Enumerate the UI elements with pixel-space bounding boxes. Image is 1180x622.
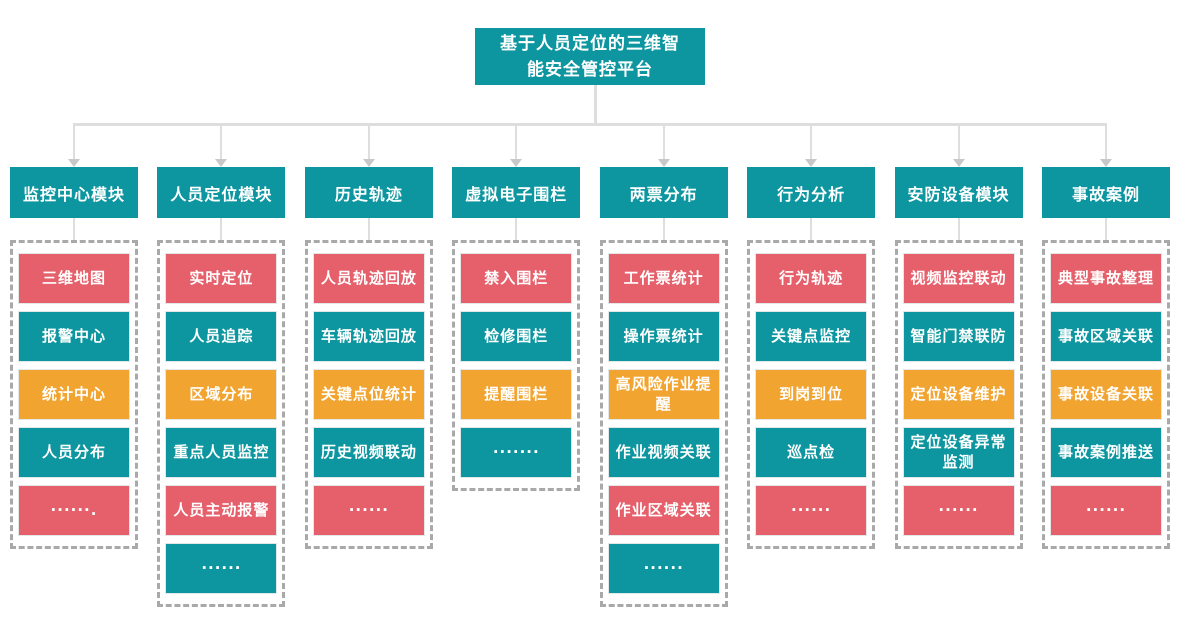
feature-item: 人员主动报警 [165,485,278,536]
feature-item: 历史视频联动 [312,427,425,478]
feature-item: 关键点位统计 [312,369,425,420]
feature-item: ······ [755,485,868,536]
module-column-security-equipment: 安防设备模块 视频监控联动 智能门禁联防 定位设备维护 定位设备异常 监测 ··… [894,126,1023,607]
feature-item: 定位设备维护 [902,369,1015,420]
feature-item: 人员分布 [18,427,130,478]
feature-item: 视频监控联动 [902,253,1015,304]
feature-item: ······ [165,543,278,594]
arrow-down-icon [657,159,670,167]
feature-item: 高风险作业提 醒 [607,369,720,420]
module-column-two-tickets: 两票分布 工作票统计 操作票统计 高风险作业提 醒 作业视频关联 作业区域关联 … [599,126,728,607]
arrow-down-icon [215,159,228,167]
connector-link [600,218,728,240]
connector-drop [10,126,138,167]
module-group: 禁入围栏 检修围栏 提醒围栏 ······· [452,240,581,491]
feature-item: 检修围栏 [460,311,573,362]
connector-drop [1042,126,1170,167]
feature-item: 工作票统计 [607,253,720,304]
connector-stem [594,85,597,125]
feature-item: ······· [460,427,573,478]
feature-item: 提醒围栏 [460,369,573,420]
connector-link [747,218,875,240]
connector-link [157,218,285,240]
feature-item: 车辆轨迹回放 [312,311,425,362]
feature-item: 定位设备异常 监测 [902,427,1015,478]
root-node-title: 基于人员定位的三维智 能安全管控平台 [500,33,680,80]
module-column-monitoring-center: 监控中心模块 三维地图 报警中心 统计中心 人员分布 ······. [10,126,138,607]
feature-item: 人员追踪 [165,311,278,362]
connector-horizontal [73,123,1107,126]
feature-item: ······ [312,485,425,536]
connector-link [452,218,580,240]
module-column-personnel-positioning: 人员定位模块 实时定位 人员追踪 区域分布 重点人员监控 人员主动报警 ····… [157,126,286,607]
feature-item: 巡点检 [755,427,868,478]
feature-item: 禁入围栏 [460,253,573,304]
connector-drop [600,126,728,167]
module-columns: 监控中心模块 三维地图 报警中心 统计中心 人员分布 ······. 人员定位模… [10,126,1170,607]
module-header: 人员定位模块 [157,167,286,218]
module-column-history-track: 历史轨迹 人员轨迹回放 车辆轨迹回放 关键点位统计 历史视频联动 ······ [304,126,433,607]
module-header: 事故案例 [1041,167,1170,218]
feature-item: 作业视频关联 [607,427,720,478]
feature-item: 重点人员监控 [165,427,278,478]
module-group: 人员轨迹回放 车辆轨迹回放 关键点位统计 历史视频联动 ······ [304,240,433,549]
connector-link [305,218,433,240]
feature-item: 作业区域关联 [607,485,720,536]
module-group: 三维地图 报警中心 统计中心 人员分布 ······. [10,240,138,549]
module-header: 行为分析 [747,167,876,218]
connector-drop [157,126,285,167]
arrow-down-icon [952,159,965,167]
feature-item: 典型事故整理 [1049,253,1162,304]
feature-item: 操作票统计 [607,311,720,362]
feature-item: 事故案例推送 [1049,427,1162,478]
module-header: 虚拟电子围栏 [452,167,581,218]
module-header: 监控中心模块 [10,167,138,218]
connector-link [10,218,138,240]
feature-item: 到岗到位 [755,369,868,420]
feature-item: 统计中心 [18,369,130,420]
feature-item: 事故设备关联 [1049,369,1162,420]
arrow-down-icon [68,159,80,167]
module-column-accident-cases: 事故案例 典型事故整理 事故区域关联 事故设备关联 事故案例推送 ······ [1041,126,1170,607]
arrow-down-icon [362,159,375,167]
feature-item: 三维地图 [18,253,130,304]
feature-item: 报警中心 [18,311,130,362]
arrow-down-icon [510,159,523,167]
module-group: 行为轨迹 关键点监控 到岗到位 巡点检 ······ [747,240,876,549]
feature-item: 事故区域关联 [1049,311,1162,362]
feature-item: 智能门禁联防 [902,311,1015,362]
arrow-down-icon [805,159,818,167]
feature-item: ······ [1049,485,1162,536]
feature-item: ······ [902,485,1015,536]
connector-drop [747,126,875,167]
module-column-virtual-fence: 虚拟电子围栏 禁入围栏 检修围栏 提醒围栏 ······· [452,126,581,607]
feature-item: 人员轨迹回放 [312,253,425,304]
root-node: 基于人员定位的三维智 能安全管控平台 [475,28,705,85]
feature-item: 关键点监控 [755,311,868,362]
module-header: 历史轨迹 [304,167,433,218]
arrow-down-icon [1099,159,1112,167]
feature-item: 实时定位 [165,253,278,304]
connector-link [895,218,1023,240]
feature-item: ······. [18,485,130,536]
feature-item: 行为轨迹 [755,253,868,304]
module-header: 安防设备模块 [894,167,1023,218]
connector-drop [895,126,1023,167]
module-group: 工作票统计 操作票统计 高风险作业提 醒 作业视频关联 作业区域关联 ·····… [599,240,728,607]
module-group: 实时定位 人员追踪 区域分布 重点人员监控 人员主动报警 ······ [157,240,286,607]
connector-link [1042,218,1170,240]
connector-drop [452,126,580,167]
feature-item: 区域分布 [165,369,278,420]
connector-drop [305,126,433,167]
module-header: 两票分布 [599,167,728,218]
module-group: 典型事故整理 事故区域关联 事故设备关联 事故案例推送 ······ [1041,240,1170,549]
feature-item: ······ [607,543,720,594]
module-column-behavior-analysis: 行为分析 行为轨迹 关键点监控 到岗到位 巡点检 ······ [747,126,876,607]
module-group: 视频监控联动 智能门禁联防 定位设备维护 定位设备异常 监测 ······ [894,240,1023,549]
